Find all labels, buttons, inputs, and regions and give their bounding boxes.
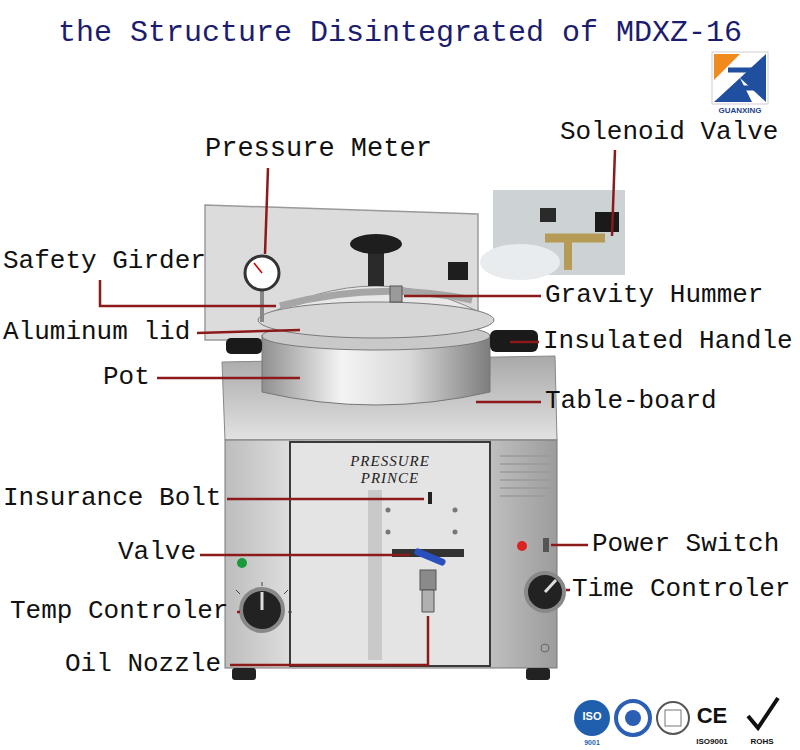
lid-knob xyxy=(350,234,402,254)
photo-pot xyxy=(480,244,560,280)
part-label: Insurance Bolt xyxy=(3,484,221,514)
part-label: Gravity Hummer xyxy=(545,281,763,311)
rohs-check xyxy=(748,698,778,728)
indicator-light xyxy=(517,541,527,551)
insurance-bolt xyxy=(428,492,432,504)
part-label: Temp Controler xyxy=(10,597,228,627)
oil-nozzle xyxy=(422,590,434,612)
foot xyxy=(232,668,256,680)
part-label: Oil Nozzle xyxy=(65,650,221,680)
iso-seal xyxy=(574,700,610,736)
photo-valve xyxy=(540,208,556,222)
panel-icon xyxy=(541,644,549,652)
part-label: Table-board xyxy=(545,387,717,417)
gauge-needle xyxy=(254,263,262,273)
screws xyxy=(386,508,458,535)
time-dial xyxy=(526,573,564,611)
dial-pointer xyxy=(261,592,264,610)
panel-stripe xyxy=(368,490,382,660)
diagram-title: the Structure Disintegrated of MDXZ-16 xyxy=(58,16,742,51)
valve-lever xyxy=(418,552,442,562)
part-label: Power Switch xyxy=(592,530,779,560)
part-label: Pot xyxy=(103,363,150,393)
leader-lines xyxy=(100,150,615,665)
cert-seal xyxy=(616,701,650,735)
photo-valve xyxy=(595,212,619,232)
insulated-handle xyxy=(490,330,538,352)
temp-dial xyxy=(241,589,283,631)
foot xyxy=(526,668,550,680)
dial-pointer xyxy=(545,580,556,592)
cert-seal xyxy=(625,710,641,726)
cert-mark: ISO xyxy=(583,710,602,723)
company-logo xyxy=(712,52,768,104)
gravity-weight xyxy=(390,286,402,302)
indicator-light xyxy=(237,558,247,568)
pressure-gauge xyxy=(245,256,279,290)
brand-name: GUANXING xyxy=(718,106,761,115)
warning-lines xyxy=(500,456,550,496)
solenoid-block xyxy=(448,262,468,280)
part-label: Time Controler xyxy=(572,575,790,605)
cert-mark: ISO9001 xyxy=(696,737,728,746)
photo-pipe xyxy=(564,238,572,270)
part-label: Pressure Meter xyxy=(205,134,432,165)
photo-pipe xyxy=(545,234,605,243)
safety-girder xyxy=(280,291,472,306)
insulated-handle xyxy=(226,338,262,354)
part-label: Solenoid Valve xyxy=(560,118,778,148)
cert-mark: ROHS xyxy=(750,737,773,746)
cert-mark: CE xyxy=(697,703,728,728)
cert-mark: 9001 xyxy=(584,739,600,747)
part-label: Insulated Handle xyxy=(543,327,793,357)
product-brand: PRESSURE PRINCE xyxy=(335,453,445,488)
veritas-seal xyxy=(665,710,681,726)
lid-knob xyxy=(368,250,384,286)
part-label: Aluminum lid xyxy=(3,318,190,348)
dial-ticks xyxy=(236,582,292,612)
oil-nozzle xyxy=(420,570,436,590)
part-label: Valve xyxy=(118,538,196,568)
veritas-seal xyxy=(657,702,689,734)
power-switch xyxy=(543,538,549,552)
lid-rim xyxy=(258,302,494,338)
part-label: Safety Girder xyxy=(3,247,206,277)
